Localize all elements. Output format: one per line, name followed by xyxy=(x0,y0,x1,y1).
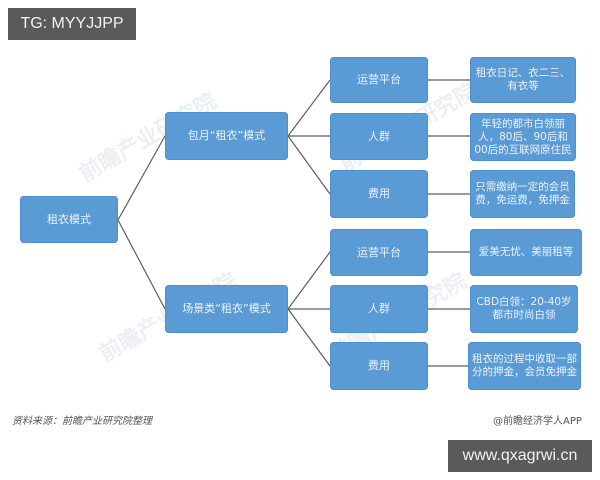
category-node-platform: 运营平台 xyxy=(330,229,428,276)
category-node-platform: 运营平台 xyxy=(330,57,428,103)
branch-node-monthly: 包月“租衣”模式 xyxy=(165,112,288,160)
credit-note: @前瞻经济学人APP xyxy=(493,416,582,427)
top-left-badge: TG: MYYJJPP xyxy=(8,8,136,40)
detail-node: 爱美无忧、美丽租等 xyxy=(470,229,582,276)
source-note: 资料来源：前瞻产业研究院整理 xyxy=(12,416,152,427)
detail-node: 年轻的都市白领丽人，80后、90后和00后的互联网原住民 xyxy=(470,113,576,161)
category-node-audience: 人群 xyxy=(330,285,428,333)
branch-node-scenario: 场景类“租衣”模式 xyxy=(165,285,288,333)
category-node-cost: 费用 xyxy=(330,342,428,390)
category-node-audience: 人群 xyxy=(330,113,428,160)
detail-node: 租衣日记、衣二三、有衣等 xyxy=(470,57,576,103)
category-node-cost: 费用 xyxy=(330,170,428,218)
detail-node: CBD白领：20-40岁都市时尚白领 xyxy=(470,285,578,333)
root-node: 租衣模式 xyxy=(20,196,118,243)
detail-node: 只需缴纳一定的会员费，免运费，免押金 xyxy=(470,170,575,218)
bottom-right-badge: www.qxagrwi.cn xyxy=(448,440,592,472)
detail-node: 租衣的过程中收取一部分的押金，会员免押金 xyxy=(468,342,581,390)
